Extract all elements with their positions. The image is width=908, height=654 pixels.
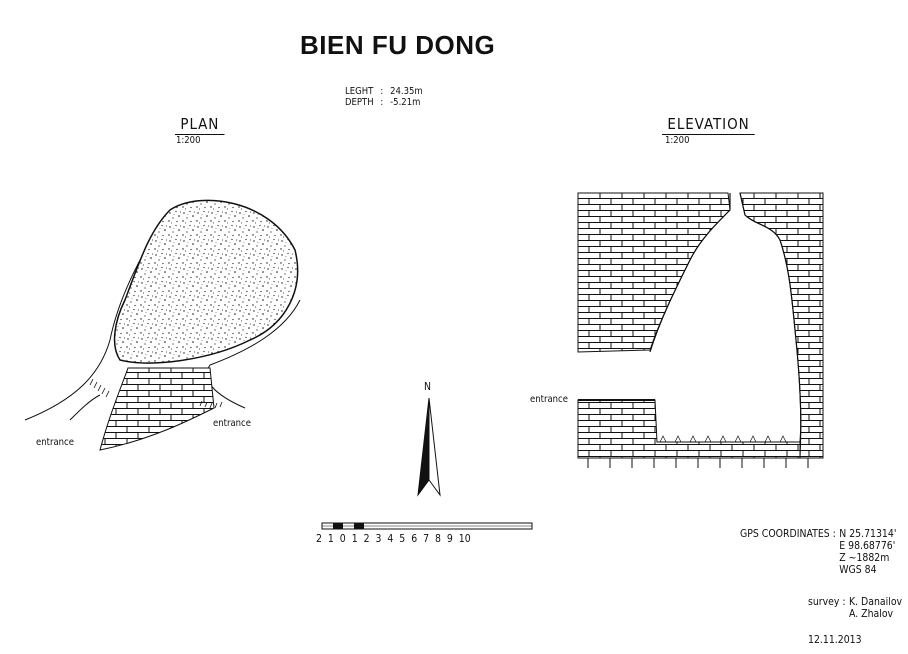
surveyor-name: A. Zhalov [848,607,894,620]
plan-inner-wall [206,299,301,409]
scale-tick-label: 1 [351,532,358,545]
elevation-view [577,192,824,468]
elevation-rock-floor [577,399,801,459]
plan-entrance-label-left: entrance [36,437,74,448]
plan-scale: 1:200 [176,135,201,146]
gps-line: E 98.68776' [839,539,896,552]
scale-tick-label: 1 [327,532,334,545]
north-arrow-light-half [428,397,441,497]
elevation-scale: 1:200 [665,135,690,146]
plan-entrance-label-right: entrance [213,418,251,429]
north-label: N [424,380,431,393]
plan-rubble-chamber [113,199,299,364]
plan-entrance-ticks-right [199,400,223,409]
gps-label: GPS COORDINATES : [740,527,836,540]
survey-credits: survey : K. Danailov A. Zhalov [808,596,902,620]
elevation-rock-left [577,192,731,353]
elevation-entrance-label: entrance [530,394,568,405]
depth-separator: : [380,97,384,108]
length-separator: : [380,86,384,97]
elevation-cave-outline [649,192,802,443]
length-value: 24.35m [390,86,423,97]
north-arrow-dark-half [417,397,430,497]
plan-view [24,199,301,451]
depth-label: DEPTH [345,97,374,108]
scale-tick-label: 6 [411,532,418,545]
scale-tick-label: 0 [339,532,346,545]
elevation-label: ELEVATION [662,115,755,135]
elevation-floor-ticks [659,435,787,443]
cave-stats: LEGHT : 24.35m DEPTH : -5.21m [345,86,423,108]
scale-tick-label: 10 [458,532,471,545]
scale-tick-label: 5 [399,532,406,545]
survey-label: survey : [808,595,846,608]
scale-tick-label: 2 [363,532,370,545]
scale-tick-label: 4 [387,532,394,545]
map-title: BIEN FU DONG [300,30,496,60]
plan-bedrock [99,367,215,451]
gps-line: WGS 84 [839,563,877,576]
plan-heading: PLAN [175,115,225,135]
surveyor-name: K. Danailov [848,595,903,608]
gps-coordinates: GPS COORDINATES : N 25.71314' E 98.68776… [740,528,896,576]
scale-bar [321,522,533,530]
elevation-heading: ELEVATION [662,115,755,135]
scale-tick-label: 7 [423,532,430,545]
depth-value: -5.21m [390,97,421,108]
gps-line: N 25.71314' [839,527,897,540]
plan-label: PLAN [175,115,225,135]
elevation-rock-right [739,192,824,459]
length-label: LEGHT [345,86,374,97]
north-arrow [417,397,441,497]
scale-tick-label: 2 [316,532,322,545]
scale-tick-label: 9 [446,532,453,545]
scale-tick-label: 3 [375,532,382,545]
plan-entrance-ticks-left [89,378,110,398]
survey-date: 12.11.2013 [808,633,862,646]
gps-line: Z ~1882m [839,551,890,564]
scale-tick-label: 8 [435,532,441,545]
